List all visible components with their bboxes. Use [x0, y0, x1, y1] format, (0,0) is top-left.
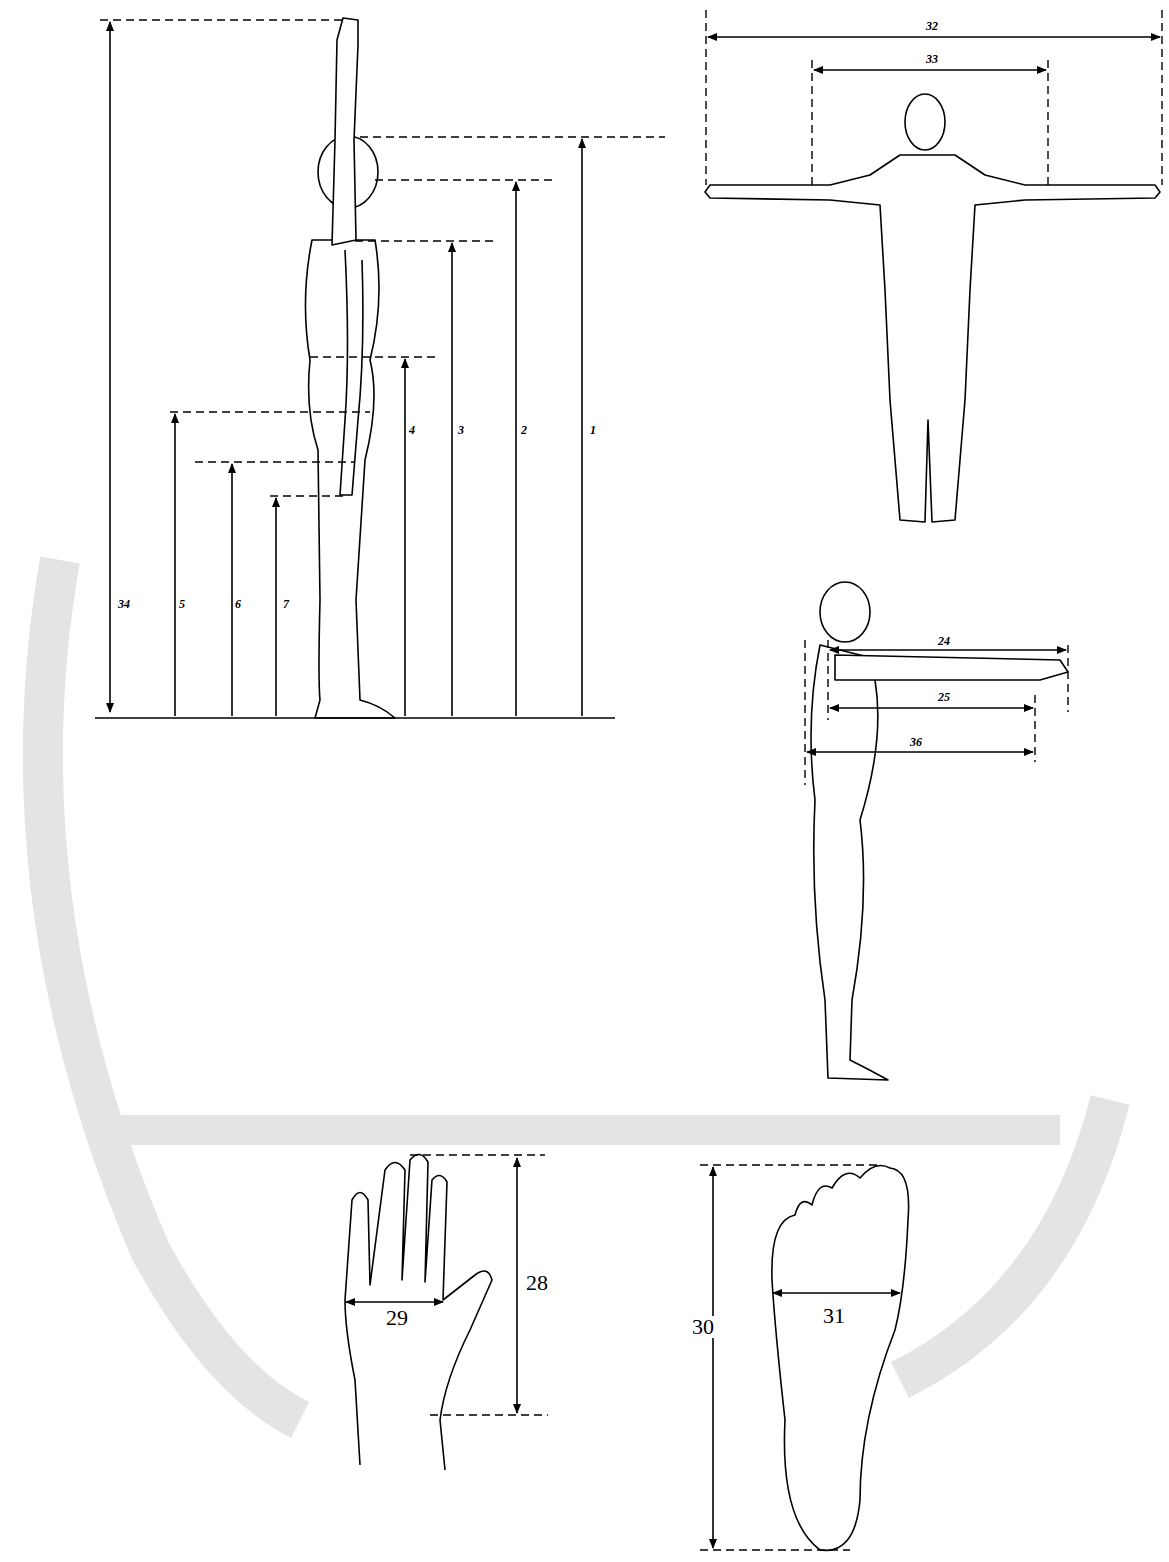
callout-number: 31: [821, 1305, 847, 1327]
callout-number: 2: [519, 424, 529, 436]
callout-number: 1: [588, 424, 598, 436]
callout-number: 4: [407, 424, 417, 436]
callout-number: 33: [924, 53, 940, 65]
callout-number: 28: [524, 1272, 550, 1294]
callout-number: 24: [936, 635, 952, 647]
callout-number: 29: [384, 1307, 410, 1329]
callout-number: 6: [233, 598, 243, 610]
callout-number: 5: [177, 598, 187, 610]
callout-number: 30: [690, 1316, 716, 1338]
callout-number: 32: [924, 20, 940, 32]
callout-number: 34: [116, 598, 132, 610]
callout-number: 36: [908, 736, 924, 748]
callout-number: 25: [936, 691, 952, 703]
callout-number: 7: [281, 598, 291, 610]
callout-number: 3: [456, 424, 466, 436]
